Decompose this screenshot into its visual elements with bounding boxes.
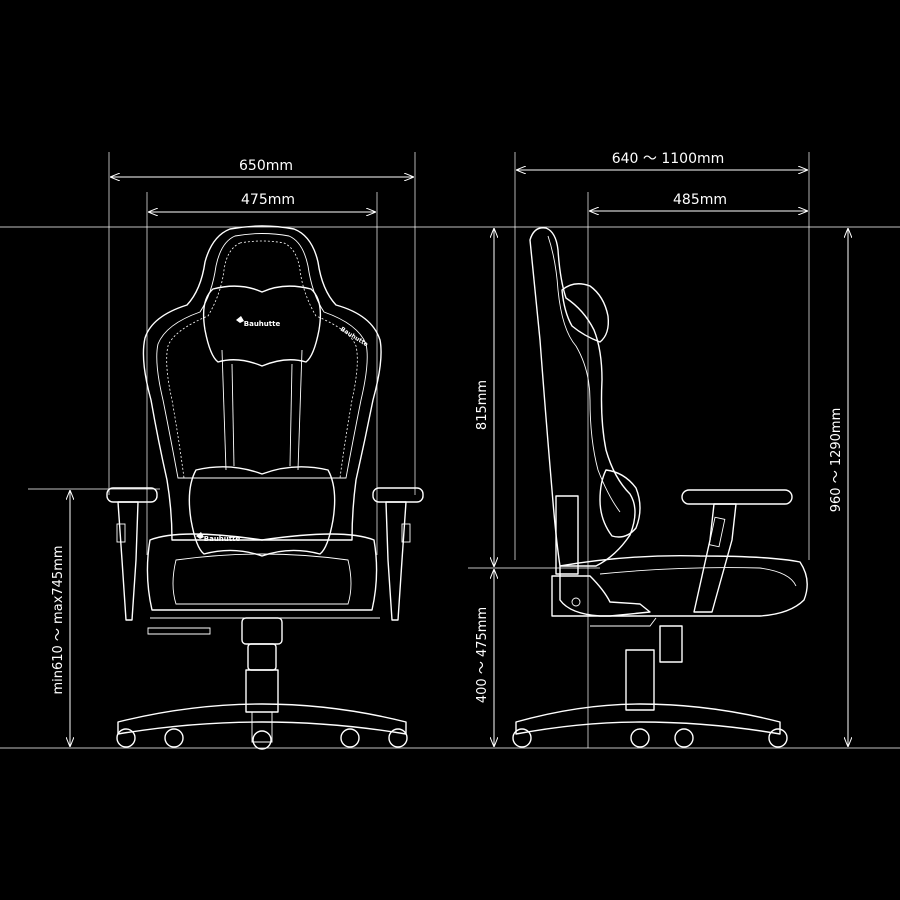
gas-cylinder-cover xyxy=(247,643,277,671)
side-caster-3 xyxy=(674,728,694,748)
overall-depth-label: 640 ～ 1100mm xyxy=(612,151,725,167)
gas-cylinder xyxy=(245,669,279,713)
caster-2 xyxy=(164,728,184,748)
side-caster-4 xyxy=(768,728,788,748)
overall-width-label: 650mm xyxy=(239,158,293,174)
side-backrest-inner xyxy=(547,235,621,513)
armrest-button-right xyxy=(401,523,411,543)
backrest-seam-left xyxy=(166,242,241,479)
side-armrest-button xyxy=(708,516,726,548)
center-stripe-right-inner xyxy=(289,363,293,467)
head-pillow xyxy=(202,285,322,367)
armrest-post-right xyxy=(385,501,407,621)
armrest-post-left xyxy=(117,501,139,621)
side-armrest-post xyxy=(693,503,737,613)
backrest-height-label: 815mm xyxy=(475,380,490,430)
seat-cushion xyxy=(146,533,378,611)
caster-5 xyxy=(388,728,408,748)
side-backrest xyxy=(529,227,636,567)
side-caster-2 xyxy=(630,728,650,748)
lumbar-pillow xyxy=(188,466,336,557)
seat-height-label: 400 ～ 475mm xyxy=(475,607,490,703)
backrest-inner-outline xyxy=(156,233,368,479)
backrest-seam xyxy=(239,240,358,479)
armrest-pad-right xyxy=(372,487,424,503)
base-center-leg xyxy=(251,712,273,743)
center-stripe-left xyxy=(221,349,227,471)
mechanism-knob xyxy=(571,597,581,607)
side-five-star-base xyxy=(515,703,781,735)
side-armrest-pad xyxy=(681,489,793,505)
side-lumbar-pillow xyxy=(599,469,641,538)
armrest-pad-left xyxy=(106,487,158,503)
side-seat-inner xyxy=(599,567,797,587)
side-gas-cylinder xyxy=(625,649,655,711)
seat-depth-label: 485mm xyxy=(673,192,727,208)
gas-cylinder-top xyxy=(241,617,283,645)
seat-bracket xyxy=(147,617,380,635)
overall-height-label: 960 ～ 1290mm xyxy=(829,408,844,513)
chair-front-drawing: Bauhutte Bauhutte Bauhutte xyxy=(106,225,424,750)
headrest-logo-text: Bauhutte xyxy=(244,320,281,328)
seat-cushion-front xyxy=(172,553,352,605)
caster-3 xyxy=(252,730,272,750)
side-tilt-lever xyxy=(590,617,657,627)
side-caster-1 xyxy=(512,728,532,748)
seat-mechanism xyxy=(551,575,651,617)
five-star-base xyxy=(117,703,407,735)
chair-side-drawing xyxy=(512,227,808,748)
armrest-height-label: min610 ～ max745mm xyxy=(51,545,66,694)
seat-width-label: 475mm xyxy=(241,192,295,208)
front-view: 650mm 475mm min610 ～ max745mm Bauhutte B… xyxy=(0,152,900,750)
headrest-logo-icon xyxy=(236,316,244,323)
side-head-pillow xyxy=(561,283,610,343)
side-gas-cylinder-cover xyxy=(659,625,683,663)
side-logo-text: Bauhutte xyxy=(339,326,369,348)
armrest-button-left xyxy=(116,523,126,543)
caster-4 xyxy=(340,728,360,748)
side-view: 640 ～ 1100mm 485mm 815mm 400 ～ 475mm 960… xyxy=(468,151,848,748)
recline-bracket xyxy=(555,495,579,575)
lumbar-logo-text: Bauhutte xyxy=(204,535,241,543)
caster-1 xyxy=(116,728,136,748)
center-stripe-left-inner xyxy=(231,363,235,467)
center-stripe-right xyxy=(297,349,303,471)
backrest-outline xyxy=(142,225,382,541)
